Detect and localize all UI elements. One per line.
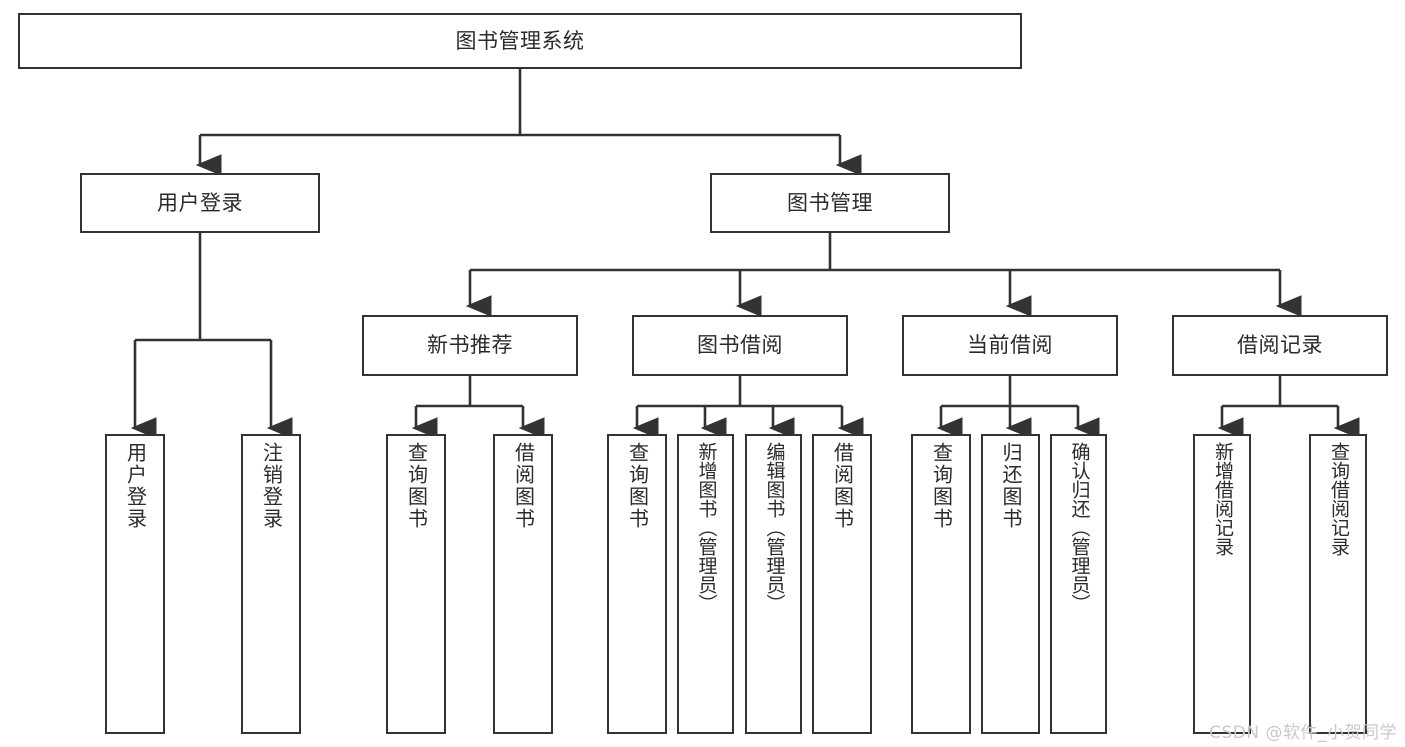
- node-label: 借阅图书: [511, 442, 536, 530]
- node-label: 当前借阅: [967, 333, 1053, 358]
- node-borrow-record[interactable]: 借阅记录: [1172, 315, 1388, 376]
- node-label: 新书推荐: [427, 333, 513, 358]
- node-label: 用户登录: [123, 442, 148, 530]
- node-label: 图书管理: [787, 190, 873, 215]
- node-leaf-add-book-admin[interactable]: 新增图书（管理员）: [677, 434, 734, 734]
- node-book-borrow[interactable]: 图书借阅: [632, 315, 848, 376]
- node-leaf-return-book[interactable]: 归还图书: [981, 434, 1040, 734]
- node-label: 用户登录: [157, 190, 243, 215]
- node-label: 图书借阅: [697, 333, 783, 358]
- node-leaf-query-borrow-record[interactable]: 查询借阅记录: [1309, 434, 1367, 734]
- node-label: 新增借阅记录: [1211, 442, 1234, 556]
- node-root-book-management-system[interactable]: 图书管理系统: [18, 13, 1022, 69]
- node-label: 查询图书: [625, 442, 650, 530]
- node-leaf-user-login[interactable]: 用户登录: [105, 434, 165, 734]
- node-label: 编辑图书（管理员）: [763, 442, 786, 613]
- node-label: 借阅记录: [1237, 333, 1323, 358]
- node-leaf-borrow-book-new[interactable]: 借阅图书: [493, 434, 553, 734]
- node-leaf-confirm-return-admin[interactable]: 确认归还（管理员）: [1050, 434, 1107, 734]
- node-leaf-borrow-book[interactable]: 借阅图书: [812, 434, 872, 734]
- node-leaf-add-borrow-record[interactable]: 新增借阅记录: [1193, 434, 1251, 734]
- node-book-management[interactable]: 图书管理: [710, 173, 950, 233]
- node-current-borrow[interactable]: 当前借阅: [902, 315, 1118, 376]
- node-leaf-logout[interactable]: 注销登录: [241, 434, 301, 734]
- node-user-login[interactable]: 用户登录: [80, 173, 320, 233]
- node-label: 图书管理系统: [455, 28, 585, 53]
- node-leaf-query-book-new[interactable]: 查询图书: [386, 434, 446, 734]
- node-label: 归还图书: [999, 442, 1023, 530]
- node-new-book-recommend[interactable]: 新书推荐: [362, 315, 578, 376]
- node-label: 查询图书: [404, 442, 429, 530]
- node-label: 注销登录: [259, 442, 284, 530]
- node-label: 查询借阅记录: [1327, 442, 1350, 556]
- node-label: 查询图书: [929, 442, 954, 530]
- node-leaf-edit-book-admin[interactable]: 编辑图书（管理员）: [745, 434, 802, 734]
- node-leaf-query-book-current[interactable]: 查询图书: [911, 434, 971, 734]
- node-leaf-query-book-borrow[interactable]: 查询图书: [607, 434, 667, 734]
- node-label: 确认归还（管理员）: [1068, 442, 1091, 613]
- node-label: 借阅图书: [830, 442, 855, 530]
- node-label: 新增图书（管理员）: [695, 442, 718, 613]
